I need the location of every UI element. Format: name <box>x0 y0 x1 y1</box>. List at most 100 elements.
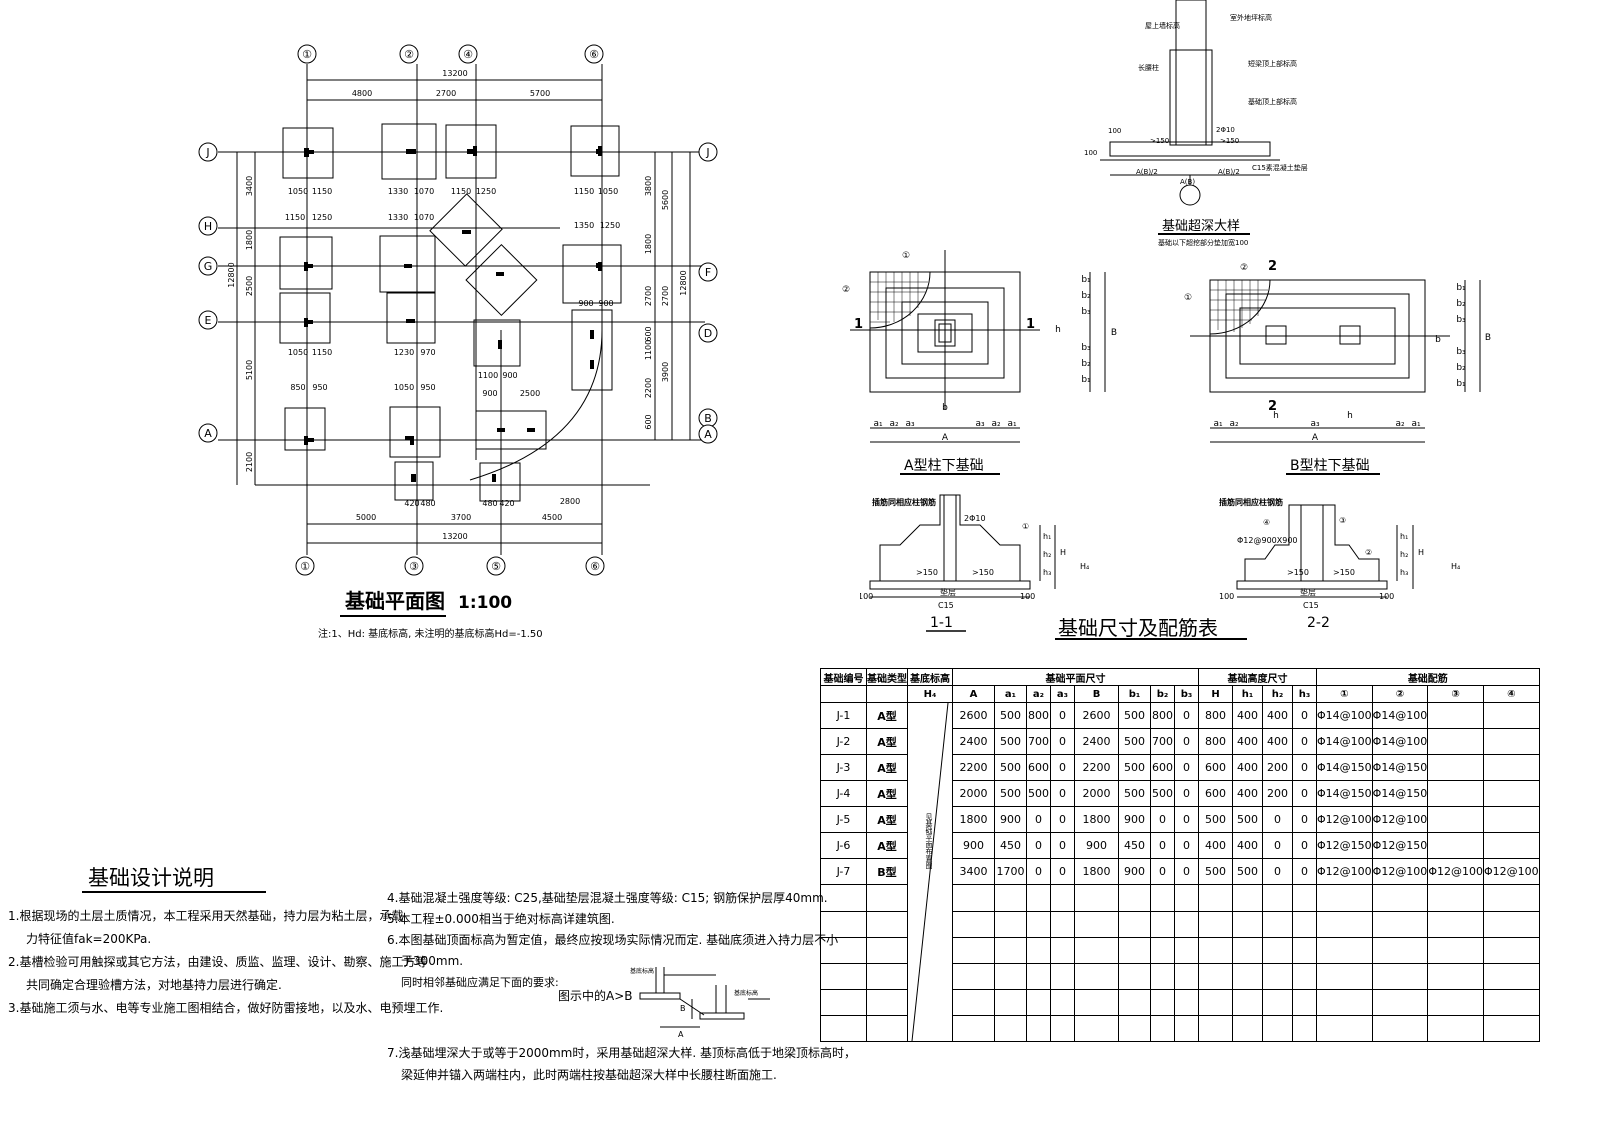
dim-right-inner-4: 600 <box>644 326 653 341</box>
table-row <box>820 962 1540 990</box>
empty-cell <box>1232 962 1263 990</box>
s11-t2: ① <box>1022 522 1029 531</box>
table-cell: 2600 <box>952 701 995 730</box>
table-cell: Φ12@100 <box>1371 806 1429 834</box>
empty-cell <box>1316 962 1373 990</box>
empty-cell <box>1292 936 1317 964</box>
table-cell: 800 <box>1198 728 1233 756</box>
dim-left-1: 1800 <box>245 230 254 250</box>
fd-25: 2500 <box>520 389 540 398</box>
fd-21: 950 <box>312 383 327 392</box>
foundation-plan: ① ② ④ ⑥ ① ③ ⑤ ⑥ J H G E A J F D B A 1320… <box>198 44 718 640</box>
empty-cell <box>866 988 908 1016</box>
empty-cell <box>1292 1014 1317 1043</box>
th-H: H <box>1198 685 1233 703</box>
fd-8: 1330 <box>388 213 408 222</box>
table-cell: 0 <box>1292 701 1317 730</box>
th-elev: 基底标高 <box>907 668 953 686</box>
a-dim-B: B <box>1111 328 1117 338</box>
a-dim-r-6: b₁ <box>1081 375 1091 385</box>
dim-left-4: 2100 <box>245 452 254 472</box>
fd-28: 480 <box>482 499 497 508</box>
fd-10: 1350 <box>574 221 594 230</box>
dim-bottom-total: 13200 <box>442 532 467 541</box>
table-cell: 0 <box>1262 806 1293 834</box>
table-cell: Φ14@100 <box>1371 701 1429 730</box>
table-title: 基础尺寸及配筋表 <box>1058 616 1218 640</box>
b-dim-r-3: b <box>1435 335 1441 345</box>
s22-t1: ④ <box>1263 518 1270 527</box>
note-1a: 1.根据现场的土层土质情况，本工程采用天然基础，持力层为粘土层，承载 <box>8 909 404 923</box>
dim-left-total: 12800 <box>227 262 236 287</box>
note-7a: 7.浅基础埋深大于或等于2000mm时，采用基础超深大样. 基顶标高低于地梁顶标… <box>387 1046 856 1060</box>
table-cell: 200 <box>1262 780 1293 808</box>
axis-top-4: ④ <box>463 48 473 61</box>
fd-16: 1230 <box>394 348 414 357</box>
empty-cell <box>820 1014 867 1043</box>
note-6a: 6.本图基础顶面标高为暂定值，最终应按现场实际情况而定. 基础底须进入持力层不小 <box>387 933 839 947</box>
empty-cell <box>994 936 1027 964</box>
table-cell: 2200 <box>1074 754 1119 782</box>
empty-cell <box>1198 884 1233 912</box>
table-cell: 0 <box>1050 832 1075 860</box>
empty-cell <box>1026 988 1051 1016</box>
s11-t9: H <box>1060 548 1066 557</box>
table-cell: 0 <box>1026 806 1051 834</box>
empty-cell <box>1427 1014 1484 1043</box>
merged-elevation-text: 见基础平面布置图 <box>925 813 933 869</box>
a-dim-b-0: a₁ <box>873 419 883 429</box>
table-title-underline <box>1055 638 1247 640</box>
deep-foundation-detail: 屋上墙标高 室外地坪标高 短梁顶上部标高 长腰柱 基础顶上部标高 100 100… <box>1084 0 1308 247</box>
b-dim-b-4: h <box>1347 411 1353 421</box>
foundation-table: 基础编号 基础类型 基底标高 基础平面尺寸 基础高度尺寸 基础配筋 H₄ A a… <box>820 668 1540 1043</box>
th-b1: b₁ <box>1118 685 1151 703</box>
plan-title: 基础平面图 <box>345 589 445 613</box>
empty-cell <box>1292 910 1317 938</box>
dd-subtitle: 基础以下超挖部分垫加宽100 <box>1158 238 1248 247</box>
axis-left-j: J <box>205 146 209 159</box>
a-dim-A: A <box>942 433 949 443</box>
empty-cell <box>1232 988 1263 1016</box>
table-cell: Φ12@100 <box>1316 858 1373 886</box>
s11-t5: 垫层 <box>940 587 956 597</box>
th-A: A <box>952 685 995 703</box>
table-cell: 400 <box>1232 701 1263 730</box>
table-cell: 500 <box>1118 754 1151 782</box>
fd-20: 850 <box>290 383 305 392</box>
empty-cell <box>1074 962 1119 990</box>
dim-bottom-0: 5000 <box>356 513 376 522</box>
axis-top-6: ⑥ <box>589 48 599 61</box>
table-cell: Φ14@150 <box>1316 780 1373 808</box>
s22-t4: Φ12@900X900 <box>1237 536 1298 545</box>
fd-29: 420 <box>499 499 514 508</box>
table-cell: 900 <box>1118 858 1151 886</box>
empty-cell <box>952 962 995 990</box>
axis-left-e: E <box>205 314 212 327</box>
axis-bottom-6: ⑥ <box>590 560 600 573</box>
b-dim-b-5: a₂ <box>1395 419 1405 429</box>
empty-cell <box>1150 936 1175 964</box>
axis-left-h: H <box>204 220 212 233</box>
a-dim-r-0: b₁ <box>1081 275 1091 285</box>
empty-cell <box>1316 910 1373 938</box>
table-cell: 800 <box>1198 701 1233 730</box>
th-r2: ② <box>1371 685 1429 703</box>
table-cell <box>1427 701 1484 730</box>
table-cell: 0 <box>1026 858 1051 886</box>
table-cell <box>1482 806 1540 834</box>
table-cell: 400 <box>1232 780 1263 808</box>
empty-cell <box>1292 988 1317 1016</box>
b-section-top: 2 <box>1268 259 1277 274</box>
note-2b: 共同确定合理验槽方法，对地基持力层进行确定. <box>26 978 282 992</box>
empty-cell <box>1262 988 1293 1016</box>
table-cell: 0 <box>1262 858 1293 886</box>
th-r1: ① <box>1316 685 1373 703</box>
axis-bottom-5: ⑤ <box>491 560 501 573</box>
note-7b: 梁延伸并锚入两端柱内，此时两端柱按基础超深大样中长腰柱断面施工. <box>401 1068 777 1082</box>
empty-cell <box>1371 884 1429 912</box>
table-cell <box>1427 832 1484 860</box>
table-cell <box>1482 832 1540 860</box>
a-dim-b-2: a₃ <box>905 419 915 429</box>
empty-cell <box>1150 962 1175 990</box>
